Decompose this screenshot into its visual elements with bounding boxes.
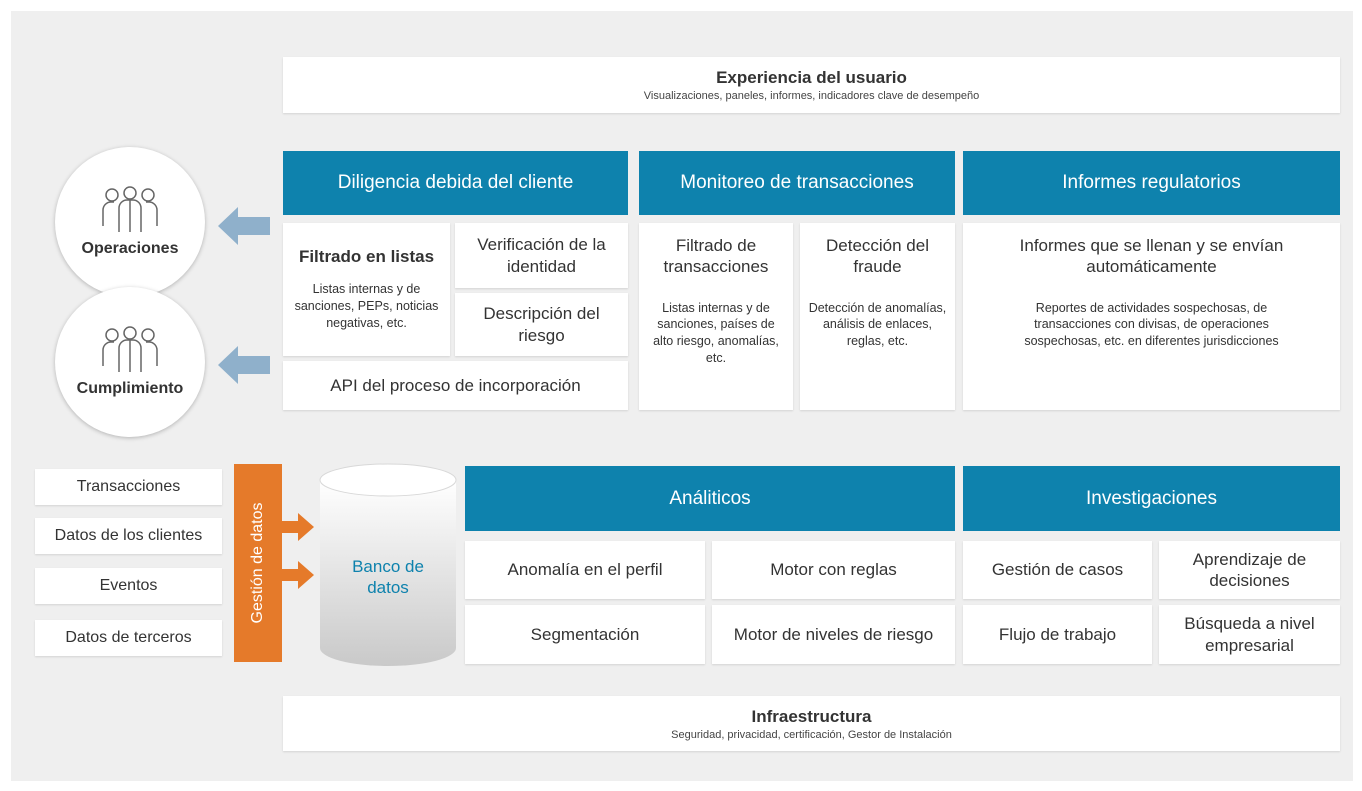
transaction-filter-desc: Listas internas y de sanciones, países d… [653,300,779,366]
fraud-detection-title: Detección del fraude [825,236,929,277]
arrow-right-icon [282,561,314,589]
compliance-label: Cumplimiento [76,380,184,397]
enterprise-search-label: Búsqueda a nivel empresarial [1184,614,1315,655]
investigations-item: Flujo de trabajo [963,605,1152,664]
compliance-role: Cumplimiento [55,287,205,437]
decision-learning-label: Aprendizaje de decisiones [1192,549,1307,590]
list-screening-title: Filtrado en listas [298,247,435,267]
arrow-left-icon [218,346,270,384]
onboarding-api-label: API del proceso de incorporación [330,375,581,395]
list-screening-desc: Listas internas y de sanciones, PEPs, no… [294,282,439,330]
risk-description-label: Descripción del riesgo [483,304,600,345]
source-events: Eventos [35,568,222,604]
arrow-right-icon [282,513,314,541]
investigations-item: Búsqueda a nivel empresarial [1159,605,1340,664]
profile-anomaly-label: Anomalía en el perfil [507,560,663,580]
source-customer-data: Datos de los clientes [35,518,222,554]
list-screening-box: Filtrado en listas Listas internas y de … [283,223,450,356]
regulatory-reports-desc: Reportes de actividades sospechosas, de … [1024,300,1279,349]
regulatory-reports-header: Informes regulatorios [963,151,1340,215]
investigations-header: Investigaciones [963,466,1340,531]
workflow-label: Flujo de trabajo [998,624,1117,644]
data-management-bar: Gestión de datos [234,464,282,662]
data-management-label: Gestión de datos [249,502,266,624]
fraud-detection-desc: Detección de anomalías, análisis de enla… [808,300,947,349]
transaction-monitoring-header: Monitoreo de transacciones [639,151,955,215]
regulatory-reports-box: Informes que se llenan y se envían autom… [963,223,1340,410]
investigations-item: Aprendizaje de decisiones [1159,541,1340,599]
analytics-header: Análiticos [465,466,955,531]
identity-verification-label: Verificación de la identidad [477,235,606,276]
analytics-item: Motor de niveles de riesgo [712,605,955,664]
identity-verification-box: Verificación de la identidad [455,223,628,288]
operations-role: Operaciones [55,147,205,297]
infrastructure-panel: Infraestructura Seguridad, privacidad, c… [283,696,1340,751]
analytics-item: Anomalía en el perfil [465,541,705,599]
user-experience-subtitle: Visualizaciones, paneles, informes, indi… [643,90,980,102]
arrow-left-icon [218,207,270,245]
segmentation-label: Segmentación [530,624,640,644]
database-label: Banco de datos [352,557,424,598]
fraud-detection-box: Detección del fraude Detección de anomal… [800,223,955,410]
case-management-label: Gestión de casos [991,560,1124,580]
regulatory-reports-title: Informes que se llenan y se envían autom… [1019,236,1284,277]
people-group-icon [102,186,158,232]
infrastructure-subtitle: Seguridad, privacidad, certificación, Ge… [671,728,952,741]
people-group-icon [102,326,158,372]
operations-label: Operaciones [81,240,179,257]
infrastructure-title: Infraestructura [751,706,872,726]
transaction-filter-box: Filtrado de transacciones Listas interna… [639,223,793,410]
database-icon [319,463,457,666]
risk-description-box: Descripción del riesgo [455,293,628,356]
user-experience-panel: Experiencia del usuario Visualizaciones,… [283,57,1340,113]
analytics-item: Segmentación [465,605,705,664]
onboarding-api-box: API del proceso de incorporación [283,361,628,410]
investigations-item: Gestión de casos [963,541,1152,599]
cdd-header: Diligencia debida del cliente [283,151,628,215]
source-third-party: Datos de terceros [35,620,222,656]
risk-levels-engine-label: Motor de niveles de riesgo [733,624,934,644]
user-experience-title: Experiencia del usuario [716,68,907,87]
transaction-filter-title: Filtrado de transacciones [663,236,769,277]
rules-engine-label: Motor con reglas [770,560,897,580]
analytics-item: Motor con reglas [712,541,955,599]
source-transactions: Transacciones [35,469,222,505]
